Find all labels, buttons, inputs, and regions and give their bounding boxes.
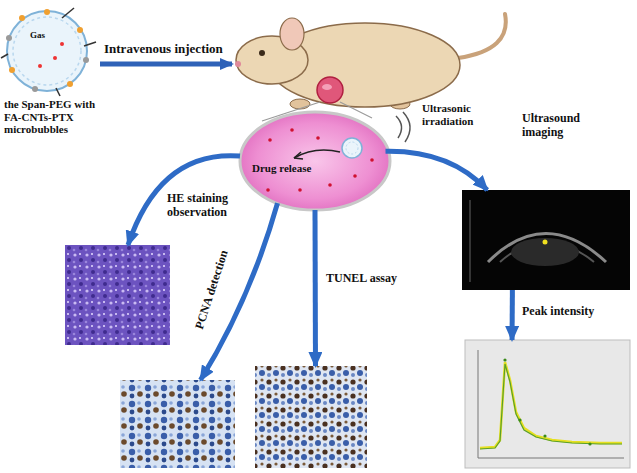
ultrasound-image-node: Ultrasound imaging [462, 190, 630, 290]
step-label: Ultrasonic irradiation [422, 102, 502, 127]
caption: HE staining observation [167, 192, 245, 220]
injection-arrow [100, 62, 232, 67]
caption: Drug release [252, 162, 311, 175]
tunel-image-node: TUNEL assay [255, 366, 367, 468]
he-micrograph [65, 245, 170, 345]
caption: Peak intensity [522, 305, 594, 319]
ultrasound-image [462, 190, 630, 290]
gas-label: Gas [30, 30, 45, 40]
flow-arrow [510, 290, 515, 340]
tumor-dish [240, 112, 390, 210]
step-label: Intravenous injection [104, 42, 223, 57]
caption: Ultrasound imaging [522, 112, 604, 140]
intensity-chart [465, 340, 630, 468]
flow-arrow [313, 210, 318, 366]
microbubble [1, 8, 96, 96]
mouse [235, 14, 506, 109]
microbubble-node: the Span-PEG with FA-CNTs-PTX microbubbl… [5, 8, 89, 94]
tumor-dish-node: Drug release [240, 112, 390, 210]
tunel-micrograph [255, 366, 367, 468]
pcna-micrograph [120, 380, 235, 468]
caption: the Span-PEG with FA-CNTs-PTX microbubbl… [4, 98, 104, 136]
ultrasound-waves [396, 112, 410, 142]
he-image-node: HE staining observation [65, 245, 170, 345]
flow-arrow [386, 151, 488, 190]
caption: PCNA detection [193, 249, 232, 332]
caption: TUNEL assay [326, 272, 397, 286]
chart-node: Peak intensity [465, 340, 630, 468]
pcna-image-node: PCNA detection [120, 380, 235, 468]
